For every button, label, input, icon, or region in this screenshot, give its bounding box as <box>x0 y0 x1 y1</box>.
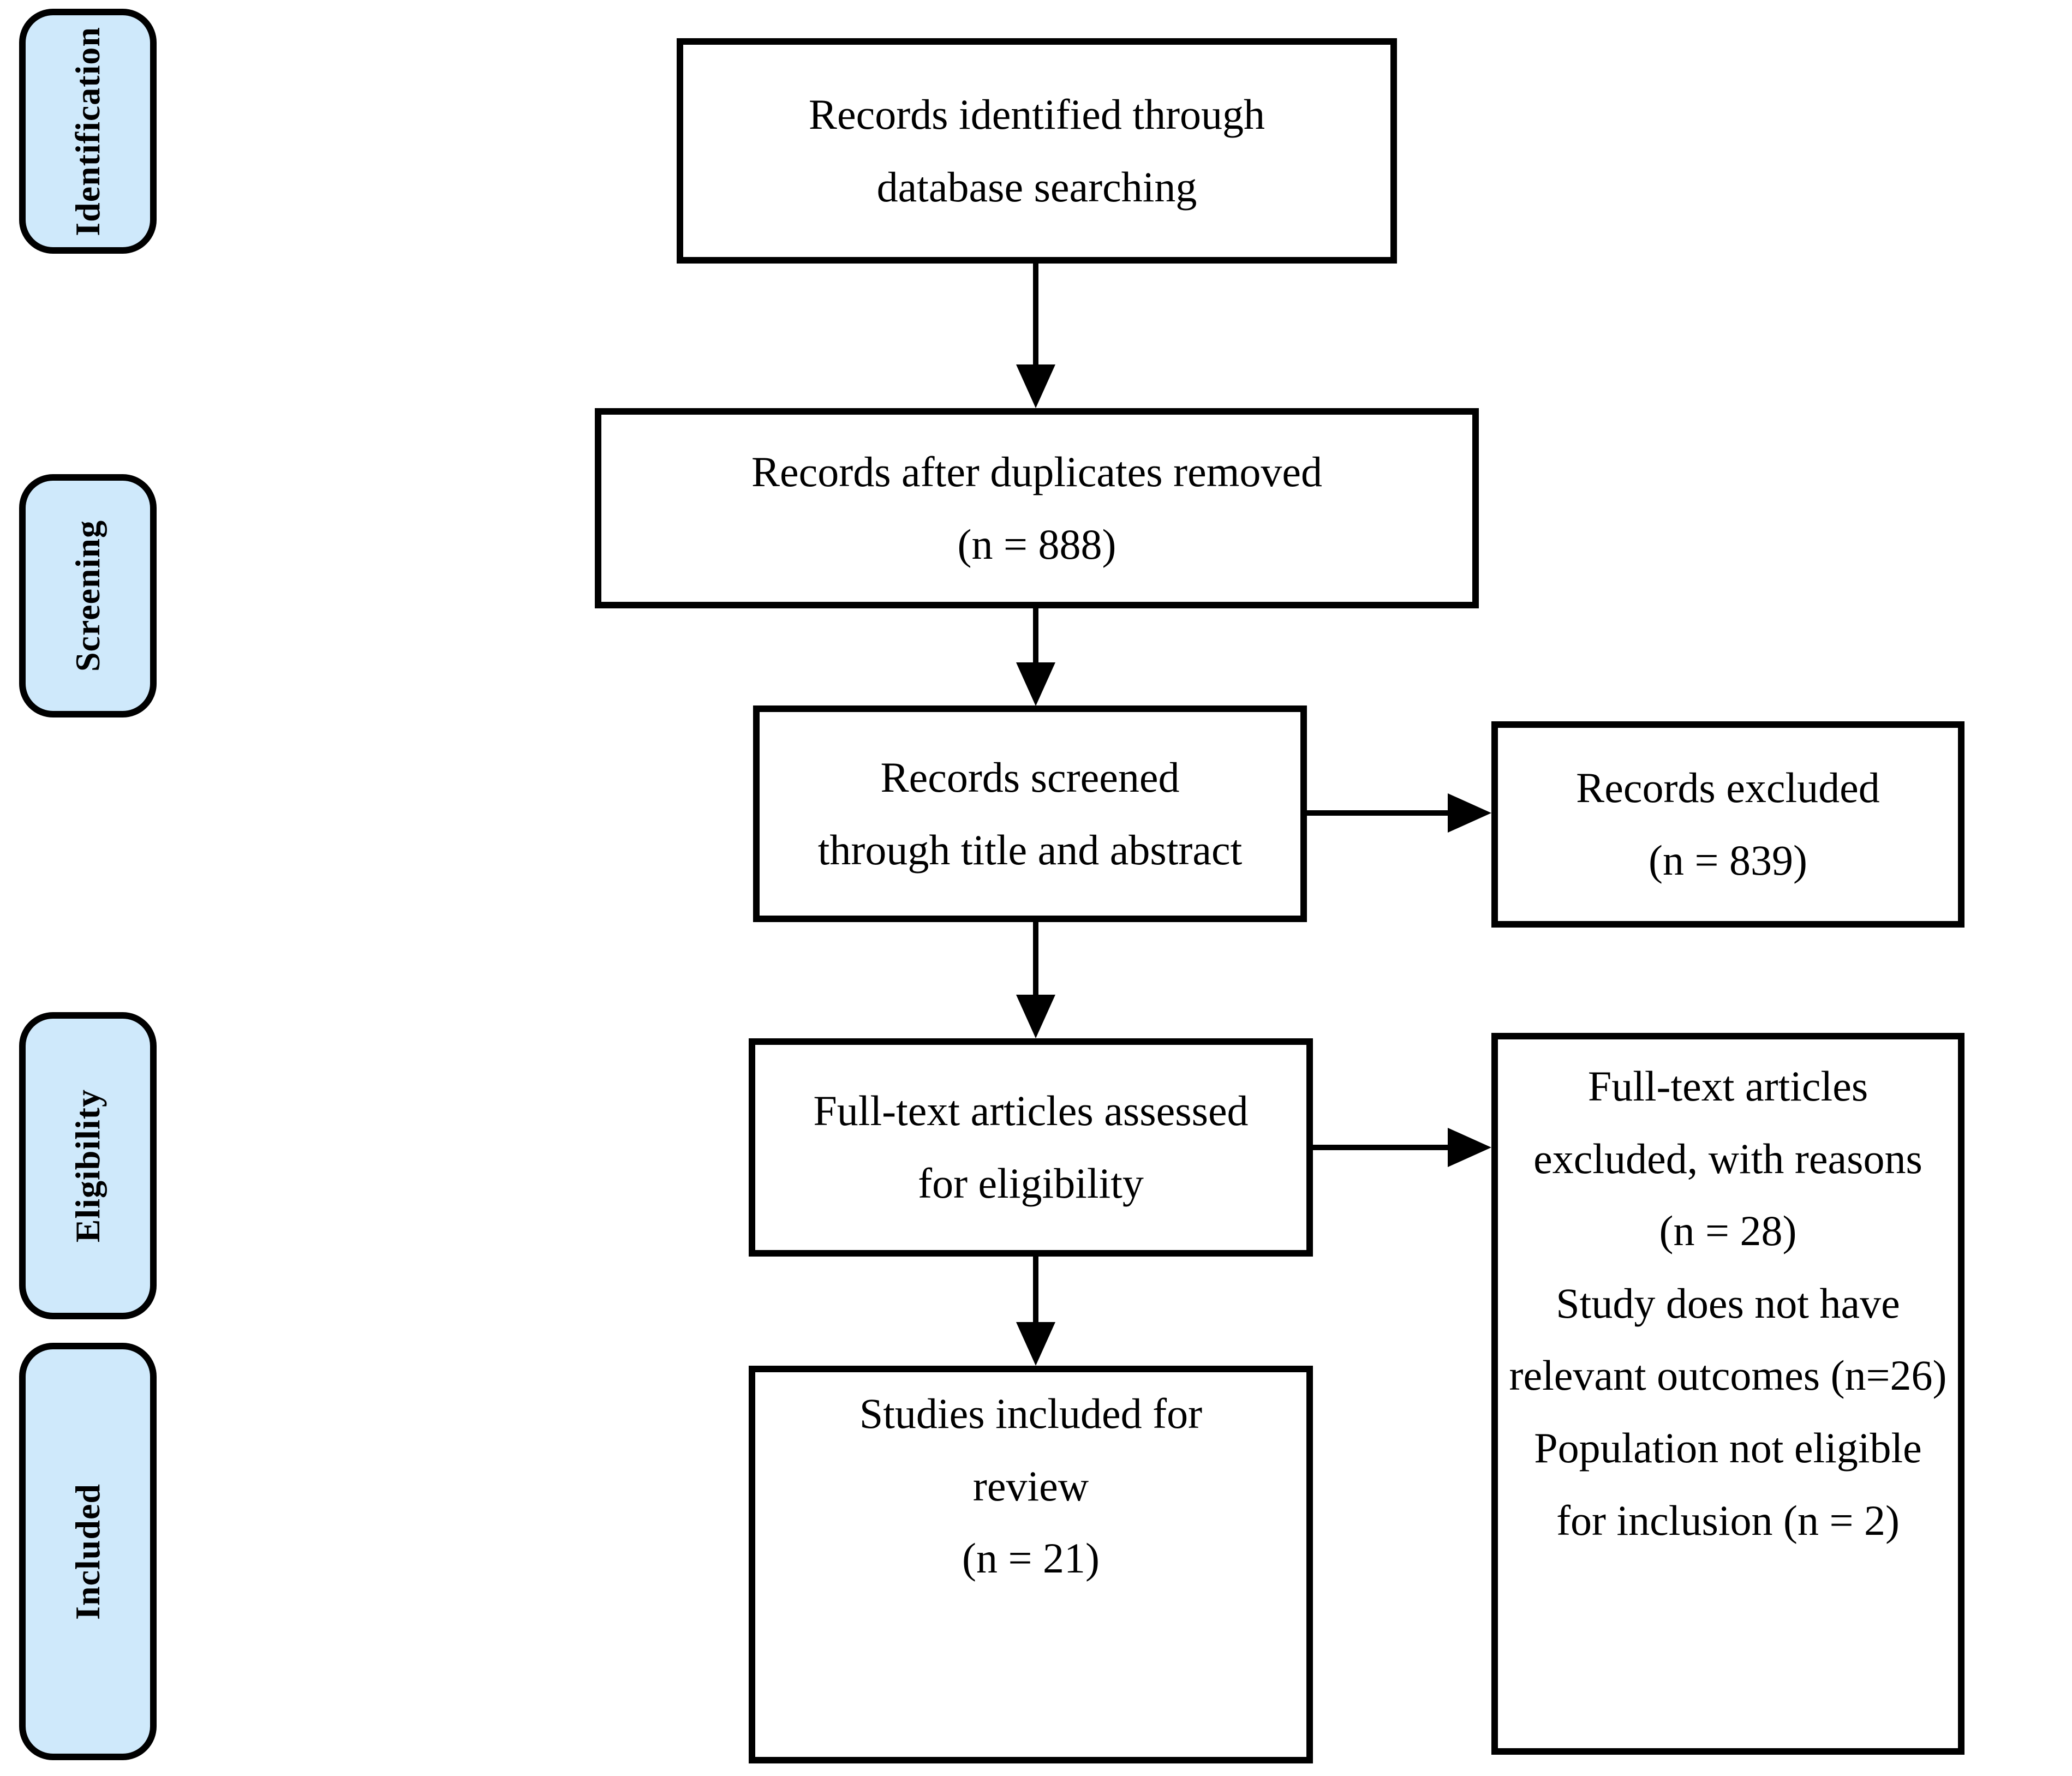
stage-identification-label: Identification <box>68 26 107 236</box>
arrow-dedup-to-screened-shaft <box>1033 608 1038 663</box>
stage-included-label: Included <box>68 1483 107 1620</box>
box-fulltext-assessed: Full-text articles assessed for eligibil… <box>749 1038 1313 1257</box>
box-fulltext-excluded-count: (n = 28) <box>1659 1207 1797 1255</box>
arrow-identified-to-dedup-shaft <box>1033 264 1038 365</box>
arrow-dedup-to-screened-head-icon <box>1016 662 1055 706</box>
box-fulltext-excluded-reason1a: Study does not have <box>1556 1279 1900 1327</box>
box-fulltext-excluded-line1: Full-text articles <box>1587 1062 1868 1110</box>
arrow-fulltext-to-excluded-shaft <box>1313 1145 1449 1150</box>
box-fulltext-excluded-reason1b: relevant outcomes (n=26) <box>1509 1352 1947 1400</box>
box-records-after-duplicates: Records after duplicates removed (n = 88… <box>595 408 1479 608</box>
box-fulltext-excluded: Full-text articles excluded, with reason… <box>1491 1033 1964 1755</box>
stage-eligibility: Eligibility <box>19 1012 157 1319</box>
box-records-identified: Records identified through database sear… <box>677 38 1397 264</box>
box-fulltext-assessed-line2: for eligibility <box>918 1159 1144 1207</box>
box-records-excluded: Records excluded (n = 839) <box>1491 721 1964 928</box>
arrow-fulltext-to-included-head-icon <box>1016 1322 1055 1366</box>
box-records-after-duplicates-line1: Records after duplicates removed <box>751 447 1323 495</box>
stage-identification: Identification <box>19 9 157 254</box>
arrow-screened-to-fulltext-shaft <box>1033 922 1038 995</box>
stage-eligibility-label: Eligibility <box>68 1089 107 1243</box>
box-studies-included-count: (n = 21) <box>962 1534 1100 1582</box>
box-records-excluded-line1: Records excluded <box>1576 764 1880 812</box>
box-records-screened-line1: Records screened <box>880 753 1180 801</box>
stage-included: Included <box>19 1343 157 1760</box>
box-fulltext-excluded-reason2a: Population not eligible <box>1534 1424 1922 1472</box>
arrow-screened-to-fulltext-head-icon <box>1016 995 1055 1038</box>
box-fulltext-assessed-line1: Full-text articles assessed <box>813 1087 1249 1135</box>
box-studies-included: Studies included for review (n = 21) <box>749 1366 1313 1763</box>
arrow-screened-to-excluded-shaft <box>1307 810 1449 816</box>
box-studies-included-line2: review <box>972 1462 1089 1510</box>
box-records-after-duplicates-count: (n = 888) <box>957 520 1116 568</box>
arrow-screened-to-excluded-head-icon <box>1448 793 1491 833</box>
box-studies-included-line1: Studies included for <box>859 1390 1203 1437</box>
stage-screening: Screening <box>19 474 157 717</box>
box-fulltext-excluded-reason2b: for inclusion (n = 2) <box>1556 1496 1900 1544</box>
box-records-identified-line1: Records identified through <box>808 90 1265 138</box>
arrow-fulltext-to-included-shaft <box>1033 1257 1038 1323</box>
box-records-identified-line2: database searching <box>876 163 1197 211</box>
box-records-screened: Records screened through title and abstr… <box>753 705 1307 922</box>
box-fulltext-excluded-line2: excluded, with reasons <box>1533 1134 1922 1182</box>
arrow-identified-to-dedup-head-icon <box>1016 364 1055 408</box>
box-records-excluded-count: (n = 839) <box>1649 836 1807 884</box>
arrow-fulltext-to-excluded-head-icon <box>1448 1128 1491 1167</box>
stage-screening-label: Screening <box>68 519 107 672</box>
box-records-screened-line2: through title and abstract <box>817 826 1243 874</box>
